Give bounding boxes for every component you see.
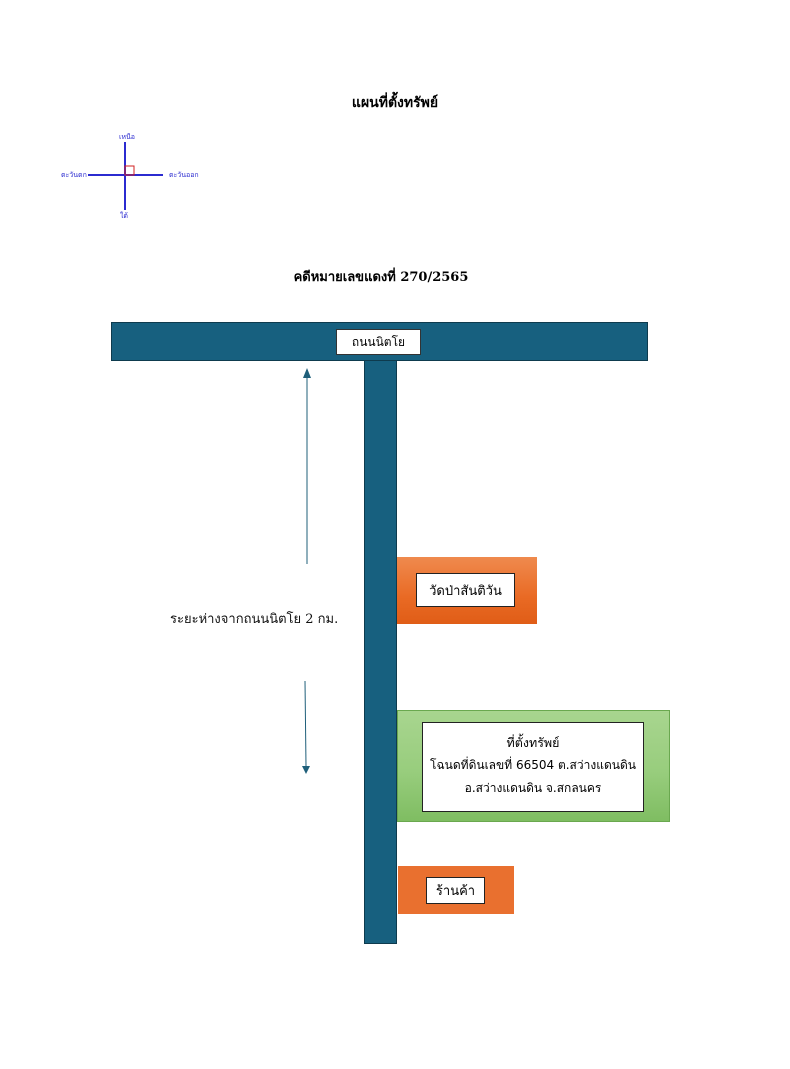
distance-arrows	[302, 368, 311, 774]
distance-arrow-down-line	[304, 680, 307, 767]
side-road	[364, 360, 397, 944]
case-number: คดีหมายเลขแดงที่ 270/2565	[293, 270, 469, 285]
property-heading: ที่ตั้งทรัพย์	[506, 735, 560, 750]
compass-west-label: ตะวันตก	[61, 171, 87, 179]
arrow-down-icon	[302, 766, 310, 774]
temple-label: วัดป่าสันติวัน	[416, 573, 515, 607]
compass-south-label: ใต้	[120, 212, 128, 220]
distance-label: ระยะห่างจากถนนนิตโย 2 กม.	[170, 612, 339, 627]
arrow-up-icon	[303, 368, 311, 378]
shop-label: ร้านค้า	[426, 877, 485, 904]
property-district-line: อ.สว่างแดนดิน จ.สกลนคร	[464, 781, 602, 795]
compass-north-label: เหนือ	[119, 133, 135, 141]
compass-rose	[88, 142, 163, 210]
map-title: แผนที่ตั้งทรัพย์	[351, 95, 439, 111]
property-deed-line: โฉนดที่ดินเลขที่ 66504 ต.สว่างแดนดิน	[430, 758, 636, 772]
property-label: ที่ตั้งทรัพย์ โฉนดที่ดินเลขที่ 66504 ต.ส…	[422, 722, 644, 812]
compass-right-angle-mark	[124, 165, 135, 176]
road-name-label: ถนนนิตโย	[336, 329, 421, 355]
compass-east-label: ตะวันออก	[169, 171, 199, 179]
